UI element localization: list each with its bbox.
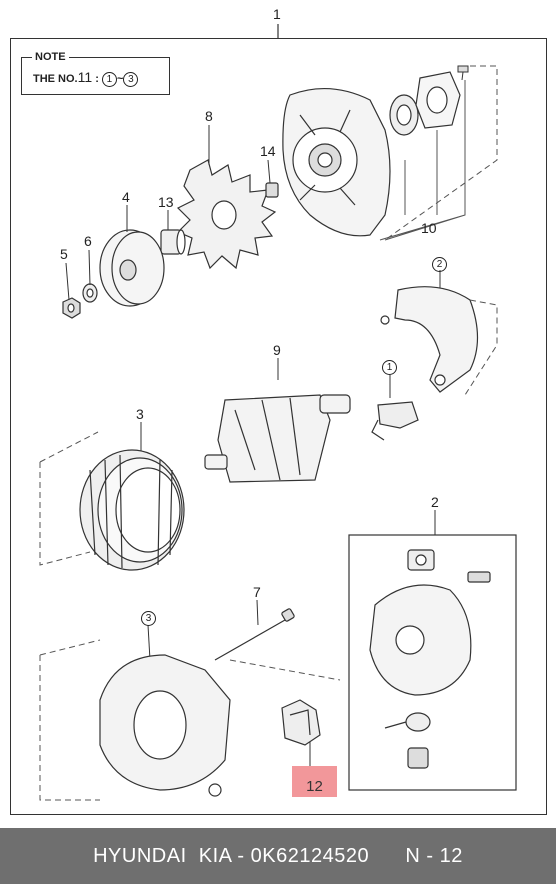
collar-13 (160, 229, 186, 255)
cap (407, 549, 435, 571)
nut-5 (62, 297, 81, 319)
note-body: THE NO.11 : 1~3 (33, 69, 139, 87)
label-10: 10 (421, 220, 437, 236)
label-5: 5 (60, 246, 68, 262)
brush-holder (380, 286, 479, 393)
fan-8 (176, 159, 277, 270)
diagram-frame (10, 38, 547, 815)
circled-label-3: 3 (141, 609, 156, 626)
note-separator: : (92, 73, 102, 85)
label-6: 6 (84, 233, 92, 249)
circled-label-1: 1 (382, 358, 397, 375)
part-12-bushing (281, 699, 321, 746)
circled-label-2: 2 (432, 255, 447, 272)
nut-bottom (407, 747, 429, 769)
pulley-4 (99, 229, 165, 307)
note-range-end: 3 (123, 71, 139, 87)
assembly-box-2 (348, 534, 517, 791)
label-8: 8 (205, 108, 213, 124)
label-3: 3 (136, 406, 144, 422)
highlight-part-12[interactable]: 12 (292, 766, 337, 797)
terminal-assembly (371, 401, 419, 441)
note-box (21, 57, 170, 95)
note-range-start: 1 (101, 71, 117, 87)
rotor-9 (204, 394, 351, 483)
screw (457, 65, 469, 81)
label-13: 13 (158, 194, 174, 210)
leader-lines (65, 125, 441, 766)
washer-6 (82, 283, 98, 303)
label-2: 2 (431, 494, 439, 510)
spacer-14 (265, 182, 279, 198)
bearing-10 (389, 94, 419, 136)
label-7: 7 (253, 584, 261, 600)
front-housing (99, 654, 231, 797)
terminal-clip (384, 712, 431, 732)
label-main-1: 1 (273, 6, 281, 22)
rear-cover (369, 584, 472, 696)
rear-housing (282, 88, 391, 237)
bolt-small (467, 571, 491, 583)
label-12: 12 (306, 778, 323, 795)
stator-3 (79, 449, 185, 571)
note-title: NOTE (32, 51, 69, 63)
label-4: 4 (122, 189, 130, 205)
note-number: 11 (77, 69, 93, 85)
note-prefix: THE NO. (33, 73, 78, 85)
label-9: 9 (273, 342, 281, 358)
label-14: 14 (260, 143, 276, 159)
bearing-plate (415, 71, 461, 129)
note-tilde: ~ (116, 73, 124, 85)
footer-part-number: HYUNDAI KIA - 0K62124520 N - 12 (0, 828, 556, 884)
through-bolt-7 (214, 608, 295, 661)
